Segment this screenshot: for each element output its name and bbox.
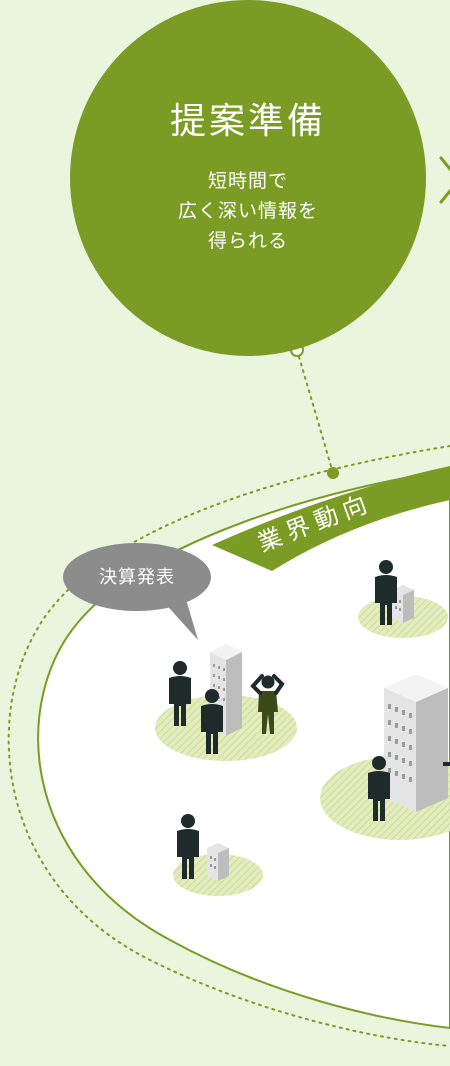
band	[212, 466, 450, 571]
person-icon	[368, 756, 390, 821]
chevron-right-icon[interactable]	[439, 156, 450, 204]
connector	[290, 343, 339, 479]
circle-title: 提案準備	[169, 101, 326, 142]
connector-bottom-dot	[327, 467, 339, 479]
scene-group-top-right	[358, 560, 448, 638]
person-icon	[201, 689, 223, 754]
person-icon	[169, 661, 191, 726]
scene-group-bottom-left	[173, 814, 263, 896]
main-circle	[70, 0, 426, 356]
building-icon	[384, 674, 448, 812]
building-icon	[210, 644, 242, 736]
building-icon	[207, 843, 229, 881]
circle-description-line: 広く深い情報を	[177, 200, 318, 222]
person-icon	[375, 560, 397, 625]
circle-description: 短時間で 広く深い情報を 得られる	[70, 166, 426, 256]
thinking-person-icon	[250, 674, 285, 734]
person-icon	[177, 814, 199, 879]
scene-group-big-building	[320, 674, 450, 840]
outer-dotted-ring	[7, 445, 450, 1047]
speech-bubble-label: 決算発表	[99, 567, 175, 588]
circle-description-line: 得られる	[207, 230, 288, 252]
circle-description-line: 短時間で	[207, 170, 288, 192]
building-icon	[392, 585, 414, 623]
speech-bubble	[63, 543, 211, 640]
scene-group-earnings	[155, 644, 297, 761]
